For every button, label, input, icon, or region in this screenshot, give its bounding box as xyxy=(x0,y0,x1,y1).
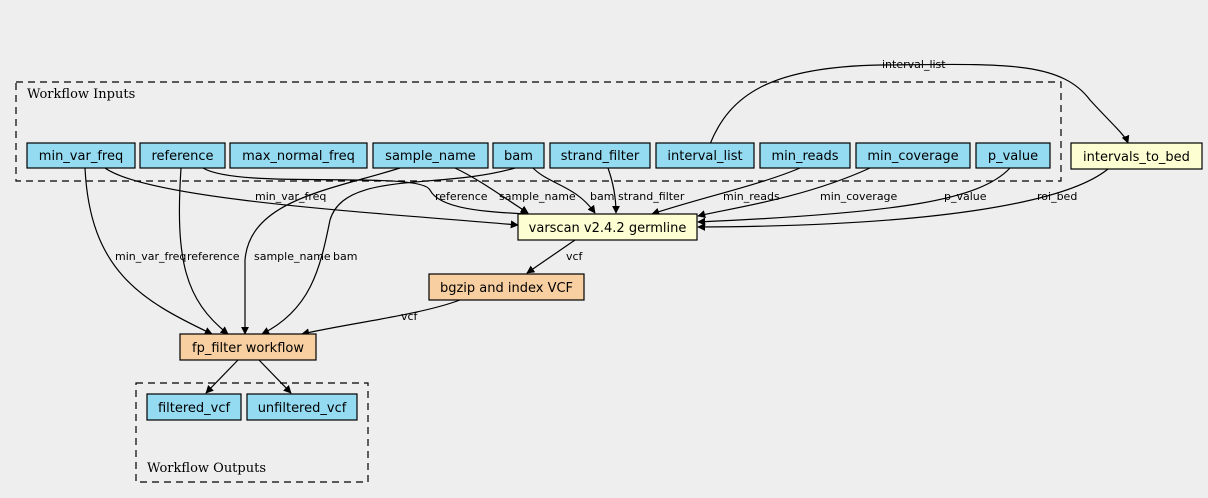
node-max-normal-freq[interactable]: max_normal_freq xyxy=(229,142,368,169)
edge-roi-bed-to-varscan xyxy=(697,168,1109,231)
edge-label-min-var-freq-varscan: min_var_freq xyxy=(255,190,326,203)
edge-label-vcf-bgzip: vcf xyxy=(566,250,584,263)
edge-label-min-coverage-varscan: min_coverage xyxy=(820,190,898,203)
node-bgzip-label: bgzip and index VCF xyxy=(440,281,573,296)
edge-label-sample-name-fp: sample_name xyxy=(254,250,331,263)
edge-sample-name-to-varscan xyxy=(454,167,529,214)
cluster-workflow-inputs: Workflow Inputs xyxy=(15,81,1062,182)
node-reference[interactable]: reference xyxy=(139,142,226,169)
edge-label-strand-filter-varscan: strand_filter xyxy=(618,190,685,203)
edge-label-p-value-varscan: p_value xyxy=(944,190,987,203)
node-min-reads-label: min_reads xyxy=(771,149,838,164)
cluster-workflow-outputs: Workflow Outputs xyxy=(135,382,369,483)
node-strand-filter-label: strand_filter xyxy=(561,149,640,164)
node-reference-label: reference xyxy=(151,149,213,164)
node-p-value[interactable]: p_value xyxy=(975,142,1051,169)
edge-label-min-var-freq-fp: min_var_freq xyxy=(115,250,186,263)
node-min-var-freq-label: min_var_freq xyxy=(39,149,123,164)
node-min-coverage[interactable]: min_coverage xyxy=(855,142,971,169)
edge-label-reference-varscan: reference xyxy=(435,190,488,203)
edge-label-min-reads-varscan: min_reads xyxy=(723,190,780,203)
edge-label-sample-name-varscan: sample_name xyxy=(499,190,576,203)
edge-fp-to-unfiltered-vcf xyxy=(258,359,292,394)
edge-min-var-freq-to-fp xyxy=(84,167,213,335)
edge-interval-list-to-bed xyxy=(709,63,1130,145)
edge-label-roi-bed-varscan: roi_bed xyxy=(1037,190,1077,203)
node-min-var-freq[interactable]: min_var_freq xyxy=(26,142,136,169)
output-nodes: filtered_vcf unfiltered_vcf xyxy=(146,393,358,421)
edge-varscan-to-bgzip xyxy=(526,239,576,274)
edge-bgzip-to-fp-filter xyxy=(301,299,461,337)
node-sample-name-label: sample_name xyxy=(385,149,476,164)
node-interval-list[interactable]: interval_list xyxy=(655,142,755,169)
node-strand-filter[interactable]: strand_filter xyxy=(549,142,651,169)
cluster-outputs-label: Workflow Outputs xyxy=(147,461,266,476)
node-varscan-label: varscan v2.4.2 germline xyxy=(529,221,687,236)
node-filtered-vcf[interactable]: filtered_vcf xyxy=(146,393,242,421)
edge-bam-to-fp xyxy=(261,167,516,335)
edges: interval_list min_var_freq reference sam… xyxy=(84,58,1130,394)
node-bam[interactable]: bam xyxy=(492,142,545,169)
edge-label-interval-list: interval_list xyxy=(882,58,946,71)
node-unfiltered-vcf-label: unfiltered_vcf xyxy=(258,401,347,416)
node-interval-list-label: interval_list xyxy=(667,149,742,164)
edge-label-reference-fp: reference xyxy=(187,250,240,263)
node-max-normal-freq-label: max_normal_freq xyxy=(242,149,355,164)
node-intervals-to-bed-label: intervals_to_bed xyxy=(1083,150,1190,165)
cluster-inputs-label: Workflow Inputs xyxy=(27,87,135,102)
edge-fp-to-filtered-vcf xyxy=(205,359,239,394)
node-fp-filter[interactable]: fp_filter workflow xyxy=(179,333,317,361)
edge-label-bam-varscan: bam xyxy=(590,190,614,203)
edge-label-bam-fp: bam xyxy=(333,250,357,263)
node-intervals-to-bed[interactable]: intervals_to_bed xyxy=(1070,142,1203,170)
node-sample-name[interactable]: sample_name xyxy=(372,142,489,169)
edge-strand-filter-to-varscan xyxy=(607,167,620,214)
edge-min-var-freq-to-varscan xyxy=(104,167,519,229)
edge-reference-to-fp xyxy=(178,167,229,335)
edge-min-reads-to-varscan xyxy=(651,167,801,216)
node-varscan[interactable]: varscan v2.4.2 germline xyxy=(517,213,698,241)
step-nodes: intervals_to_bed varscan v2.4.2 germline… xyxy=(179,142,1203,361)
edge-p-value-to-varscan xyxy=(697,167,1011,226)
node-fp-filter-label: fp_filter workflow xyxy=(192,341,304,356)
node-bgzip[interactable]: bgzip and index VCF xyxy=(428,273,585,301)
edge-sample-name-to-fp xyxy=(241,167,401,335)
node-p-value-label: p_value xyxy=(988,149,1038,164)
edge-label-vcf-fp: vcf xyxy=(401,310,419,323)
edge-bam-to-varscan xyxy=(532,167,596,214)
node-min-reads[interactable]: min_reads xyxy=(759,142,851,169)
node-unfiltered-vcf[interactable]: unfiltered_vcf xyxy=(246,393,358,421)
edge-reference-to-varscan xyxy=(202,167,529,218)
node-filtered-vcf-label: filtered_vcf xyxy=(158,401,231,416)
node-bam-label: bam xyxy=(504,149,533,164)
edge-min-coverage-to-varscan xyxy=(697,167,871,218)
node-min-coverage-label: min_coverage xyxy=(867,149,958,164)
input-nodes: min_var_freq reference max_normal_freq s… xyxy=(26,142,1051,169)
